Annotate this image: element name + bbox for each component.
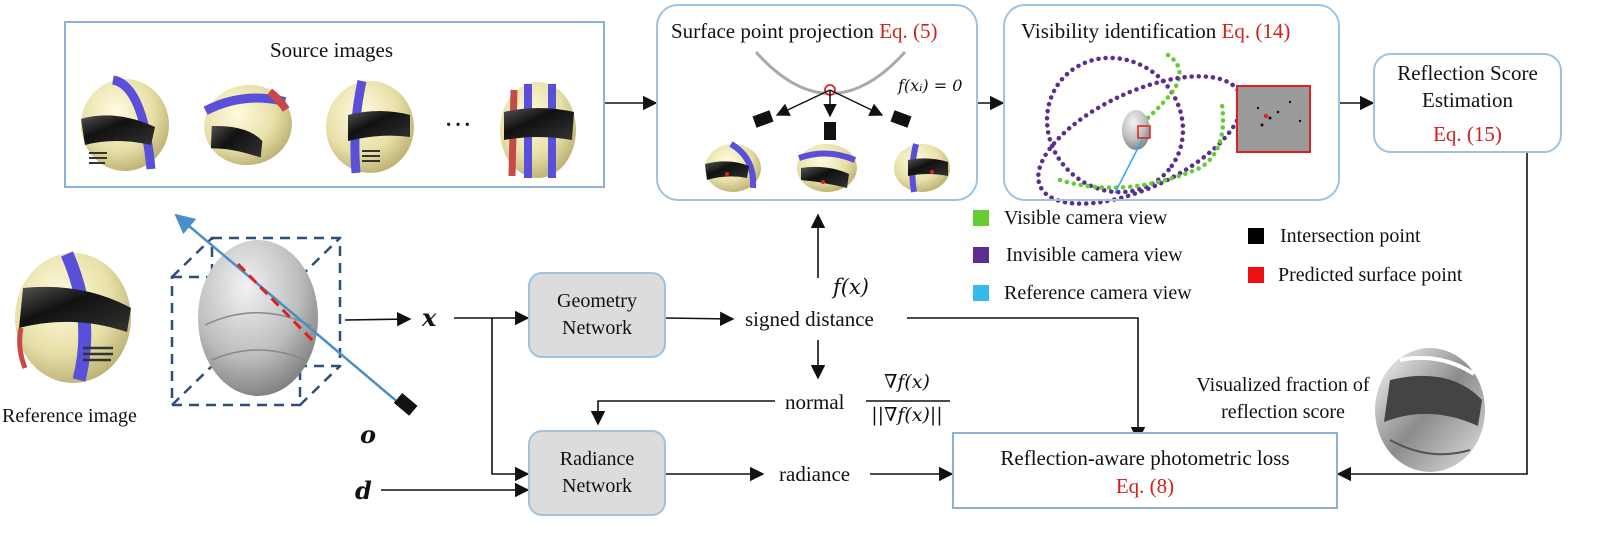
gray-head: [198, 240, 318, 396]
normal-label: normal: [785, 390, 845, 414]
visibility-label: Visibility identification: [1021, 19, 1217, 43]
legend-intersection-label: Intersection point: [1280, 225, 1421, 247]
surface-projection-box: [656, 4, 978, 201]
surface-projection-label: Surface point projection: [671, 19, 874, 43]
reference-helmet: [15, 251, 131, 383]
reflection-score-line1: Reflection Score: [1397, 61, 1538, 85]
legend-invisible-label: Invisible camera view: [1006, 244, 1183, 266]
reflection-score-helmet: [1375, 348, 1485, 472]
reflection-score-line2: Estimation: [1422, 88, 1513, 112]
legend-visible-label: Visible camera view: [1004, 207, 1168, 229]
surface-projection-eq: Eq. (5): [879, 19, 938, 43]
radiance-network-line1: Radiance: [559, 448, 635, 470]
source-helmet-2: [203, 84, 292, 166]
source-images-title: Source images: [270, 38, 394, 62]
signed-distance-label: signed distance: [745, 307, 874, 331]
legend-reference-swatch: [973, 285, 989, 301]
legend-reference-label: Reference camera view: [1004, 282, 1192, 304]
legend-intersection-swatch: [1248, 228, 1264, 244]
reflection-score-box: [1373, 53, 1562, 153]
radiance-label: radiance: [779, 462, 851, 486]
surface-projection-title: Surface point projection Eq. (5): [671, 19, 938, 44]
gradient-denominator: ||∇f(x)||: [871, 404, 943, 426]
symbol-d: d: [355, 476, 372, 505]
geometry-network-line1: Geometry: [557, 290, 637, 312]
loss-box: [952, 432, 1338, 509]
source-ellipsis: ···: [444, 110, 472, 141]
reflection-score-eq: Eq. (15): [1433, 122, 1502, 146]
geometry-network-line2: Network: [562, 317, 632, 339]
visualized-line2: reflection score: [1221, 401, 1345, 423]
gradient-numerator: ∇f(x): [884, 371, 930, 393]
surface-level-set-label: f(xᵢ) = 0: [898, 76, 963, 95]
symbol-x: x: [422, 303, 437, 332]
source-helmet-3: [326, 80, 414, 174]
visibility-box: [1003, 4, 1340, 201]
loss-title: Reflection-aware photometric loss: [1000, 446, 1290, 470]
legend-predicted-swatch: [1248, 267, 1264, 283]
symbol-o: o: [360, 420, 377, 449]
source-images-box: [64, 21, 605, 188]
symbol-fx: f(x): [833, 275, 870, 299]
geometry-network-box: Geometry Network: [528, 272, 666, 358]
visualized-line1: Visualized fraction of: [1196, 374, 1370, 396]
legend-invisible-swatch: [973, 247, 989, 263]
radiance-network-box: Radiance Network: [528, 430, 666, 516]
legend-visible-swatch: [973, 210, 989, 226]
radiance-network-line2: Network: [562, 475, 632, 497]
source-helmet-4: [500, 82, 576, 178]
reference-image-label: Reference image: [2, 405, 137, 427]
loss-eq: Eq. (8): [1115, 474, 1175, 498]
legend-predicted-label: Predicted surface point: [1278, 264, 1463, 286]
visibility-title: Visibility identification Eq. (14): [1021, 19, 1290, 44]
visibility-eq: Eq. (14): [1221, 19, 1291, 43]
